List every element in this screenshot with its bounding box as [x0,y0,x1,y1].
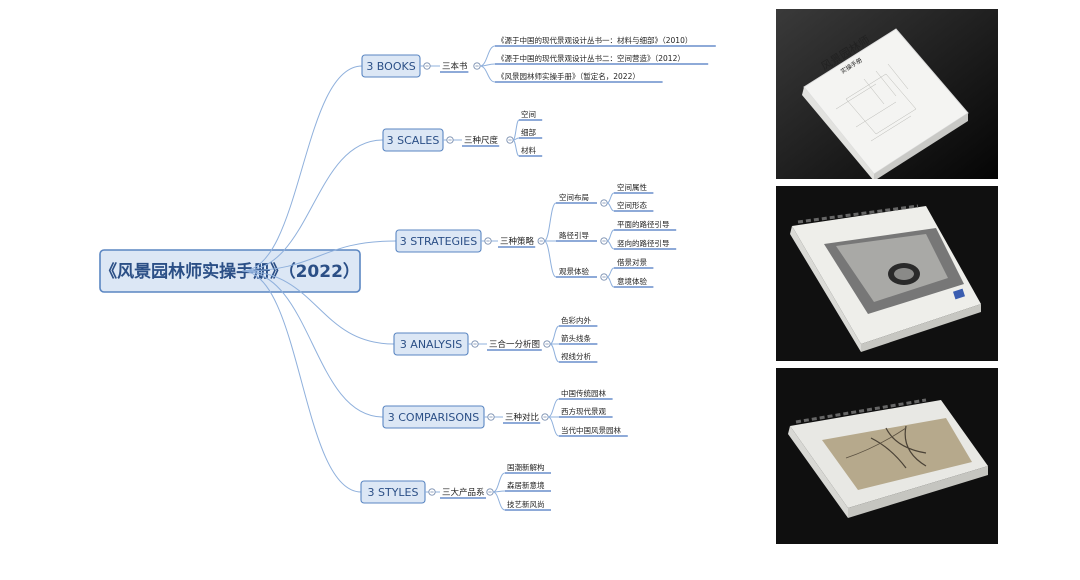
subtopic-label: 三合一分析图 [489,339,540,350]
leaf-label: 空间 [521,109,536,119]
leaf-label: 中国传统园林 [561,388,606,398]
leaf-connector [493,473,505,492]
leaf-label: 西方现代景观 [561,406,606,416]
leaf-connector [607,230,614,241]
leaf-label: 色彩内外 [561,315,591,325]
main-topic-label: 3 STRATEGIES [400,235,477,248]
central-topic-label: 《风景园林师实操手册》（2022） [100,261,360,282]
leaf-connector [513,140,519,156]
group-label: 空间布局 [559,192,589,202]
leaf-connector [550,326,559,344]
leaf-connector [607,241,614,249]
leaf-label: 空间形态 [617,200,647,210]
leaf-connector [493,492,505,510]
leaf-label: 箭头线条 [561,333,591,343]
leaf-connector [607,193,614,203]
group-label: 路径引导 [559,230,589,240]
main-topic-label: 3 STYLES [368,486,419,499]
leaf-label: 平面的路径引导 [617,219,670,229]
branch-connector [242,271,361,492]
book-photo-3 [776,368,998,544]
leaf-connector [548,399,559,417]
leaf-connector [550,344,559,362]
leaf-label: 借景对景 [617,257,647,267]
leaf-label: 当代中国风景园林 [561,425,621,435]
subtopic-label: 三种策略 [500,236,535,247]
leaf-label: 空间属性 [617,182,647,192]
leaf-connector [480,66,495,82]
leaf-label: 意境体验 [617,276,647,286]
main-topic-label: 3 BOOKS [366,60,415,73]
subtopic-label: 三种尺度 [464,135,499,146]
main-topic-label: 3 ANALYSIS [400,338,462,351]
subtopic-label: 三大产品系 [442,487,485,498]
leaf-label: 《源于中国的现代景观设计丛书一：材料与细部》（2010） [497,35,692,45]
leaf-label: 《源于中国的现代景观设计丛书二：空间营造》（2012） [497,53,685,63]
book-photo-2 [776,186,998,361]
group-label: 观景体验 [559,266,589,276]
leaf-connector [480,46,495,66]
leaf-connector [607,203,614,211]
leaf-connector [607,277,614,287]
book-photo-1: 风景园林师 实操手册 [776,9,998,179]
main-topic-label: 3 SCALES [387,134,440,147]
subtopic-label: 三本书 [442,61,468,72]
branch-connector [242,271,383,417]
branch-connector [242,66,362,271]
leaf-connector [607,268,614,277]
mind-map: 《风景园林师实操手册》（2022） 3 BOOKS 三本书 《源于中国的现代景观设计丛… [0,0,770,580]
leaf-label: 技艺新风尚 [507,499,545,509]
leaf-label: 竖向的路径引导 [617,238,670,248]
group-connector [544,241,556,277]
subtopic-label: 三种对比 [505,412,539,423]
leaf-label: 细部 [521,127,536,137]
leaf-connector [548,417,559,436]
leaf-label: 国潮新解构 [507,462,545,472]
leaf-label: 视线分析 [561,351,591,361]
leaf-label: 《风景园林师实操手册》（暂定名，2022） [497,71,640,81]
leaf-label: 材料 [521,145,536,155]
leaf-connector [513,120,519,140]
leaf-label: 森居新意境 [507,480,545,490]
main-topic-label: 3 COMPARISONS [388,411,480,424]
group-connector [544,203,556,241]
